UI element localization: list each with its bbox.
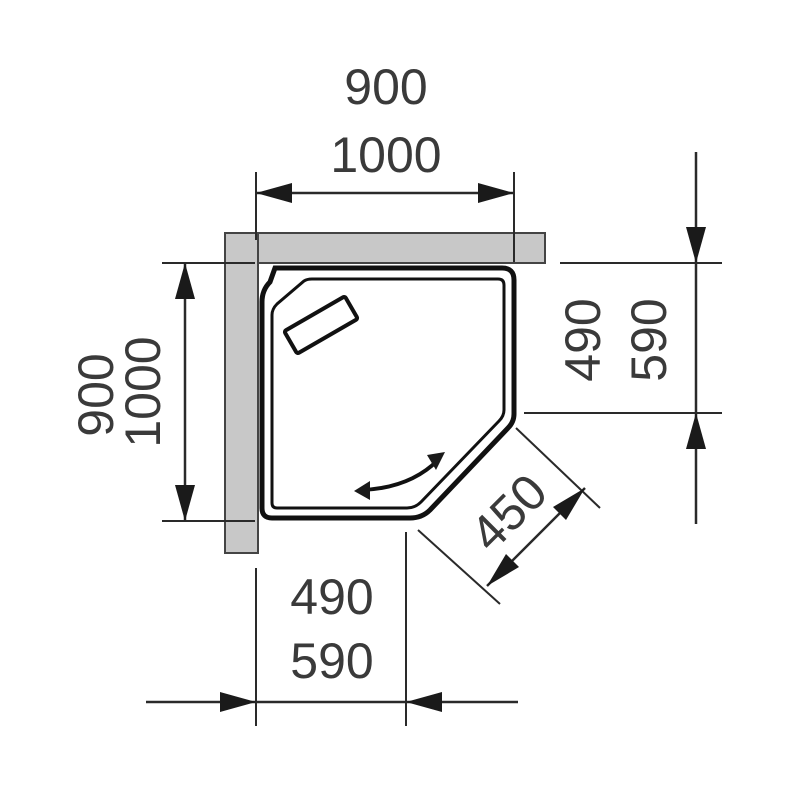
dim-bottom-arrow-right-icon bbox=[406, 692, 442, 712]
dim-right-label-a: 490 bbox=[555, 298, 611, 381]
dim-right-label-b: 590 bbox=[621, 298, 677, 381]
top-wall bbox=[224, 232, 546, 264]
dim-top-arrow-left-icon bbox=[256, 183, 292, 203]
wall-joint bbox=[226, 234, 257, 262]
dim-bottom-label-a: 490 bbox=[290, 569, 373, 625]
dim-right: 490 590 bbox=[524, 152, 722, 524]
shelf-icon bbox=[282, 294, 360, 356]
walls bbox=[224, 232, 546, 554]
dim-bottom-arrow-left-icon bbox=[220, 692, 256, 712]
left-wall bbox=[224, 232, 259, 554]
dim-top: 900 1000 bbox=[255, 59, 515, 262]
dim-left-arrow-bottom-icon bbox=[175, 485, 195, 521]
dim-left-label-b: 1000 bbox=[115, 336, 171, 447]
dim-diagonal-arrow-down-icon bbox=[487, 554, 519, 586]
dim-top-label-b: 1000 bbox=[330, 127, 441, 183]
tray-inner-outline bbox=[270, 277, 506, 510]
dim-diagonal-label: 450 bbox=[459, 463, 558, 562]
dim-left-label-a: 900 bbox=[68, 353, 124, 436]
sliding-door-arc bbox=[361, 458, 440, 492]
dim-diagonal-arrow-up-icon bbox=[553, 488, 585, 520]
sliding-door-arrow-right-icon bbox=[427, 452, 445, 470]
dim-bottom: 490 590 bbox=[146, 532, 518, 726]
tray-outer-outline bbox=[259, 265, 517, 521]
dim-top-label-a: 900 bbox=[344, 59, 427, 115]
shower-tray bbox=[259, 265, 517, 521]
dim-bottom-label-b: 590 bbox=[290, 633, 373, 689]
dim-left: 900 1000 bbox=[68, 262, 255, 522]
sliding-door-arrow-left-icon bbox=[354, 481, 370, 500]
dim-left-arrow-top-icon bbox=[175, 263, 195, 299]
dim-top-arrow-right-icon bbox=[478, 183, 514, 203]
dim-right-arrow-top-icon bbox=[686, 227, 706, 263]
dim-right-arrow-bottom-icon bbox=[686, 413, 706, 449]
